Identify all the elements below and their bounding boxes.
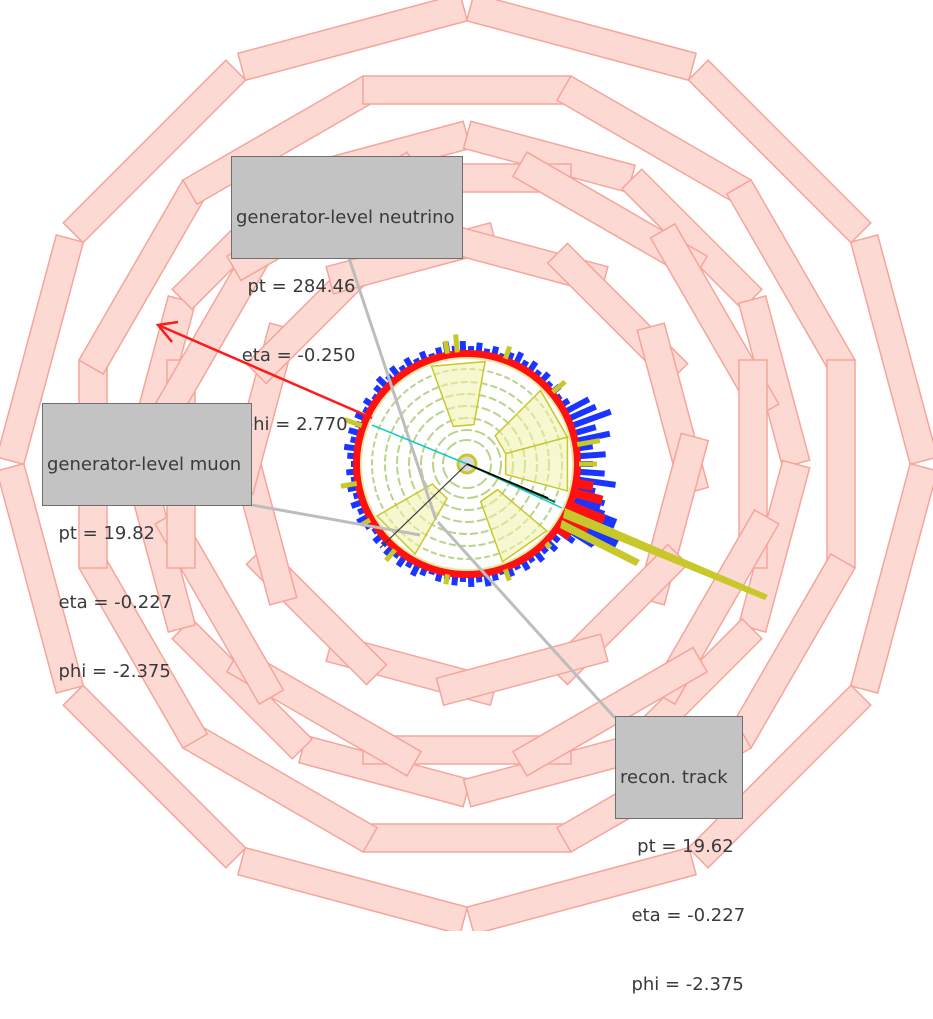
ecal-deposit xyxy=(573,483,593,486)
track-pt: pt = 19.62 xyxy=(620,835,738,858)
neutrino-info-title: generator-level neutrino xyxy=(236,206,458,229)
muon-chamber xyxy=(363,824,571,852)
calo-tower xyxy=(341,483,357,486)
muon-chamber-rect xyxy=(827,360,855,568)
muon-chamber xyxy=(63,60,245,242)
muon-info-box: generator-level muon pt = 19.82 eta = -0… xyxy=(42,403,252,506)
muon-pt: pt = 19.82 xyxy=(47,522,247,545)
muon-chamber-rect xyxy=(688,60,870,242)
muon-chamber xyxy=(827,360,855,568)
track-info-box: recon. track pt = 19.62 eta = -0.227 phi… xyxy=(615,716,743,819)
track-phi: phi = -2.375 xyxy=(620,973,738,996)
muon-chamber-rect xyxy=(238,0,467,80)
neutrino-info-box: generator-level neutrino pt = 284.46 eta… xyxy=(231,156,463,259)
muon-chamber-rect xyxy=(851,235,933,464)
muon-chamber-rect xyxy=(851,464,933,693)
muon-info-title: generator-level muon xyxy=(47,453,247,476)
muon-phi: phi = -2.375 xyxy=(47,660,247,683)
muon-chamber xyxy=(63,685,245,867)
muon-chamber xyxy=(467,0,696,80)
muon-chamber xyxy=(851,464,933,693)
neutrino-eta: eta = -0.250 xyxy=(236,344,458,367)
track-eta: eta = -0.227 xyxy=(620,904,738,927)
calo-tower xyxy=(546,543,550,547)
calo-tower xyxy=(446,574,448,584)
muon-chamber-rect xyxy=(363,824,571,852)
neutrino-pt: pt = 284.46 xyxy=(236,275,458,298)
muon-chamber-rect xyxy=(238,848,467,931)
muon-chamber-rect xyxy=(63,685,245,867)
neutrino-phi: phi = 2.770 xyxy=(236,413,458,436)
track-info-title: recon. track xyxy=(620,766,738,789)
hcal-tower xyxy=(577,454,606,456)
muon-chamber xyxy=(238,0,467,80)
muon-chamber-rect xyxy=(63,60,245,242)
muon-chamber xyxy=(851,235,933,464)
muon-chamber xyxy=(363,76,571,104)
muon-chamber-rect xyxy=(467,0,696,80)
hcal-tower xyxy=(577,472,605,474)
muon-chamber xyxy=(238,848,467,931)
muon-chamber xyxy=(688,60,870,242)
muon-eta: eta = -0.227 xyxy=(47,591,247,614)
muon-chamber-rect xyxy=(363,76,571,104)
